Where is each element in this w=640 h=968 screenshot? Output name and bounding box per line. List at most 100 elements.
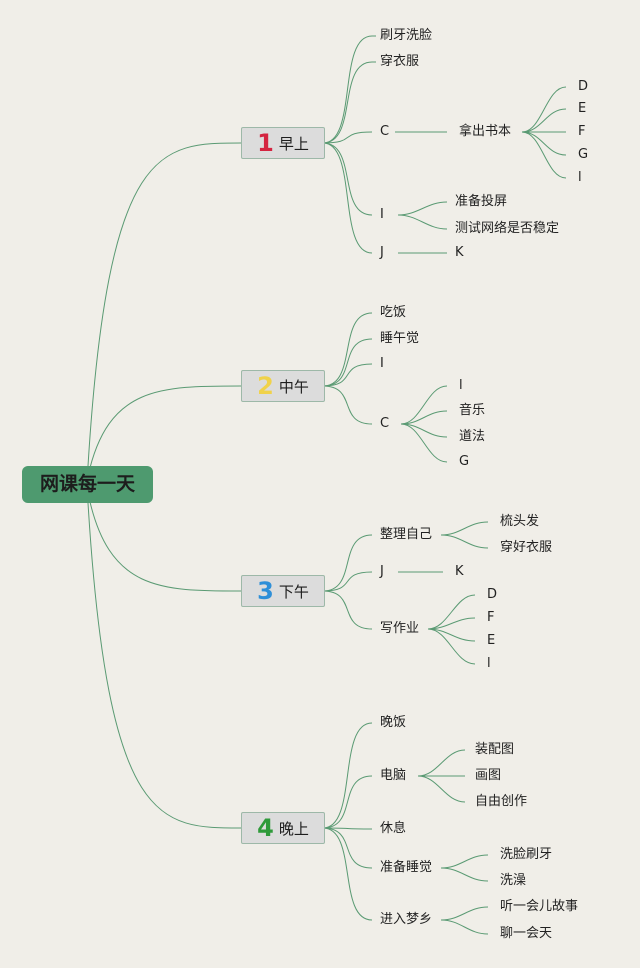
node[interactable]: F — [487, 610, 495, 625]
connector-line — [521, 131, 567, 179]
connector-line — [427, 628, 476, 665]
node[interactable]: 装配图 — [475, 742, 515, 757]
node[interactable]: 准备投屏 — [455, 194, 508, 209]
connector-line — [87, 385, 242, 477]
connector-line — [322, 590, 373, 630]
node[interactable]: 梳头发 — [500, 514, 540, 529]
branch-label: 晚上 — [278, 819, 309, 838]
connector-line — [87, 492, 242, 592]
node[interactable]: 刷牙洗脸 — [380, 28, 433, 43]
connector-line — [440, 854, 489, 869]
node[interactable]: E — [487, 633, 496, 648]
connector-line — [427, 594, 476, 630]
number-badge-1: 1 — [257, 129, 274, 157]
connector-line — [417, 749, 466, 777]
connector-line — [322, 338, 373, 387]
node[interactable]: 自由创作 — [475, 794, 528, 809]
node[interactable]: l — [487, 656, 491, 671]
node[interactable]: K — [455, 564, 464, 579]
node[interactable]: 整理自己 — [380, 527, 433, 542]
node[interactable]: 画图 — [475, 768, 502, 783]
connector-line — [87, 502, 242, 829]
connector-line — [440, 534, 489, 549]
node[interactable]: I — [380, 356, 384, 371]
connector-line — [322, 827, 373, 869]
number-badge-3: 3 — [257, 577, 274, 605]
connector-line — [87, 142, 242, 467]
node[interactable]: G — [459, 454, 470, 469]
node[interactable]: 写作业 — [380, 621, 420, 636]
connector-line — [440, 906, 489, 921]
connector-line — [322, 61, 373, 144]
connector-line — [322, 534, 373, 592]
node[interactable]: 洗澡 — [500, 873, 527, 888]
connector-line — [322, 131, 373, 144]
connector-line — [521, 131, 567, 156]
node[interactable]: 休息 — [380, 821, 407, 836]
connector-line — [427, 617, 476, 630]
root-node[interactable]: 网课每一天 — [22, 466, 153, 503]
number-badge-4: 4 — [257, 814, 274, 842]
connector-line — [322, 571, 373, 592]
node[interactable]: 拿出书本 — [459, 124, 512, 139]
branch-morning[interactable]: 1 早上 — [241, 127, 325, 159]
node[interactable]: C — [380, 416, 390, 431]
node[interactable]: G — [578, 147, 589, 162]
connector-line — [400, 423, 448, 463]
connector-line — [322, 827, 373, 830]
node[interactable]: 晚饭 — [380, 715, 407, 730]
connector-line — [400, 385, 448, 425]
number-badge-2: 2 — [257, 372, 274, 400]
node[interactable]: 洗脸刷牙 — [500, 847, 553, 862]
branch-label: 下午 — [278, 582, 309, 601]
node[interactable]: 穿衣服 — [380, 54, 420, 69]
connector-line — [440, 919, 489, 935]
node[interactable]: I — [380, 207, 384, 222]
connector-line — [322, 385, 373, 425]
connector-line — [322, 827, 373, 921]
node[interactable]: 穿好衣服 — [500, 540, 553, 555]
connector-line — [322, 142, 373, 254]
connector-line — [417, 775, 466, 803]
node[interactable]: 吃饭 — [380, 305, 407, 320]
node[interactable]: 道法 — [459, 429, 486, 444]
node[interactable]: 电脑 — [380, 768, 407, 783]
connector-line — [397, 201, 448, 216]
connector-line — [400, 410, 448, 425]
node[interactable]: 测试网络是否稳定 — [455, 221, 560, 236]
node[interactable]: J — [380, 564, 384, 579]
connector-line — [397, 214, 448, 230]
node[interactable]: 聊一会天 — [500, 926, 553, 941]
node[interactable]: C — [380, 124, 390, 139]
branch-evening[interactable]: 4 晚上 — [241, 812, 325, 844]
node[interactable]: 听一会儿故事 — [500, 899, 579, 914]
connector-line — [440, 521, 489, 536]
connector-line — [440, 867, 489, 882]
node[interactable]: D — [487, 587, 498, 602]
connector-line — [322, 722, 373, 829]
connector-line — [322, 35, 373, 144]
node[interactable]: D — [578, 79, 589, 94]
connector-line — [322, 142, 373, 216]
branch-noon[interactable]: 2 中午 — [241, 370, 325, 402]
node[interactable]: F — [578, 124, 586, 139]
connector-line — [322, 775, 373, 829]
branch-label: 中午 — [278, 377, 309, 396]
branch-afternoon[interactable]: 3 下午 — [241, 575, 325, 607]
node[interactable]: 睡午觉 — [380, 331, 420, 346]
node[interactable]: 进入梦乡 — [380, 912, 433, 927]
node[interactable]: l — [459, 378, 463, 393]
connector-line — [322, 312, 373, 387]
node[interactable]: J — [380, 245, 384, 260]
node[interactable]: 音乐 — [459, 403, 486, 418]
node[interactable]: E — [578, 101, 587, 116]
connector-line — [521, 108, 567, 133]
connector-line — [521, 86, 567, 133]
node[interactable]: l — [578, 170, 582, 185]
node[interactable]: K — [455, 245, 464, 260]
connector-line — [322, 363, 373, 387]
branch-label: 早上 — [278, 134, 309, 153]
node[interactable]: 准备睡觉 — [380, 860, 433, 875]
